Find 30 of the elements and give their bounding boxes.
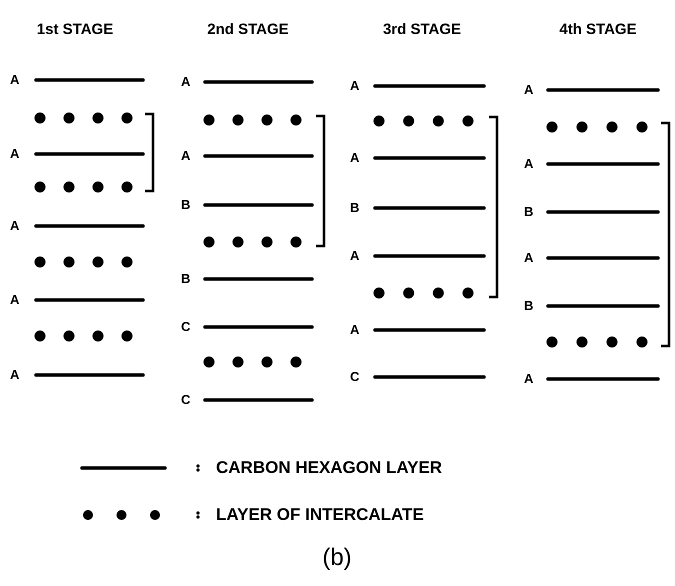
stacking-letter: A (524, 157, 534, 170)
stacking-letter: B (524, 205, 534, 218)
stacking-letter: A (350, 151, 360, 164)
stacking-letter: C (181, 320, 190, 333)
stacking-letter: C (350, 370, 360, 383)
legend-text: LAYER OF INTERCALATE (216, 506, 424, 523)
stacking-letter: B (181, 198, 190, 211)
stage-heading: 2nd STAGE (207, 22, 289, 37)
stacking-letter: A (524, 83, 534, 96)
stacking-letter: C (181, 393, 190, 406)
stage-heading: 3rd STAGE (382, 22, 462, 37)
stacking-letter: A (181, 75, 190, 88)
stacking-letter: B (350, 201, 360, 214)
stacking-letter: A (524, 372, 534, 385)
stacking-letter: B (524, 299, 534, 312)
stage-heading: 1st STAGE (36, 22, 114, 37)
legend-text: CARBON HEXAGON LAYER (216, 459, 442, 476)
stacking-letter: A (10, 368, 20, 381)
stacking-letter: A (350, 79, 360, 92)
figure-caption: (b) (322, 546, 352, 570)
stacking-letter: A (10, 147, 20, 160)
stacking-letter: A (10, 219, 20, 232)
stacking-letter: A (524, 251, 534, 264)
stacking-letter: A (350, 249, 360, 262)
stacking-letter: A (10, 73, 20, 86)
stacking-letter: B (181, 272, 190, 285)
stacking-letter: A (181, 149, 190, 162)
stacking-letter: A (10, 293, 20, 306)
stage-heading: 4th STAGE (559, 22, 637, 37)
stacking-letter: A (350, 323, 360, 336)
